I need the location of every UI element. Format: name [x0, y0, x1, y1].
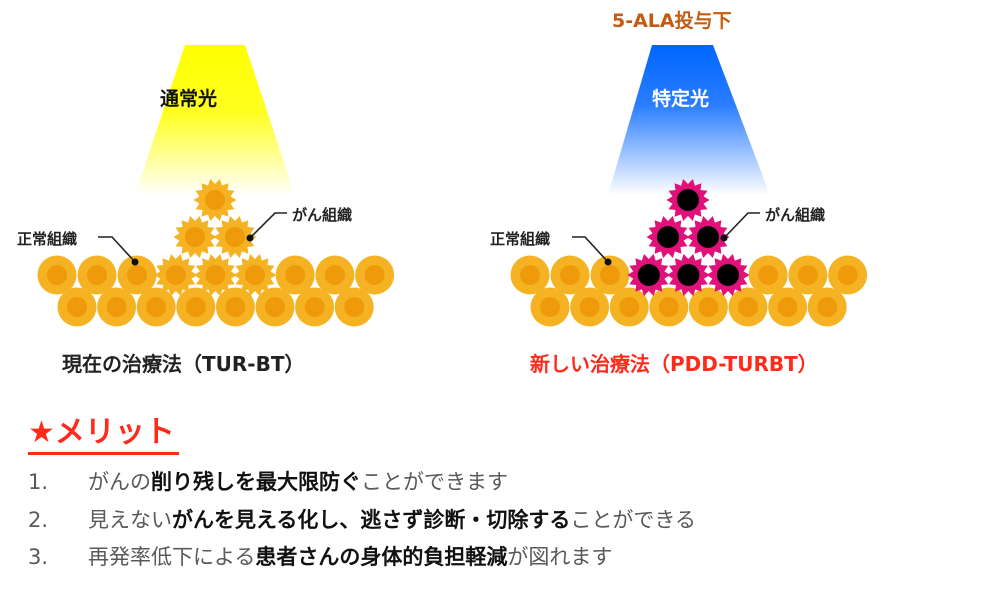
- normal-cell: [530, 287, 570, 327]
- normal-cell: [37, 255, 77, 295]
- normal-cell: [609, 287, 649, 327]
- normal-cell: [215, 287, 255, 327]
- cancer-tissue-label-right: がん組織: [765, 206, 826, 224]
- normal-cell: [334, 287, 374, 327]
- item-emphasis: 患者さんの身体的負担軽減: [255, 545, 508, 569]
- item-text: が図れます: [507, 545, 613, 569]
- item-emphasis: がんを見える化し、逃さず診断・切除する: [172, 508, 571, 532]
- merit-item-1: 1. がんの削り残しを最大限防ぐことができます: [28, 466, 508, 496]
- cancer-cell: [154, 254, 198, 296]
- normal-light-label: 通常光: [160, 88, 218, 110]
- normal-cell: [315, 255, 355, 295]
- item-number: 1.: [28, 470, 49, 494]
- normal-cell: [807, 287, 847, 327]
- cancer-cell: [173, 216, 217, 258]
- cancer-cell: [193, 179, 237, 221]
- cancer-tissue-pointer-left: [249, 212, 287, 239]
- item-number: 2.: [28, 508, 49, 532]
- normal-cell: [136, 287, 176, 327]
- fluorescent-cancer-cell: [666, 179, 710, 221]
- special-light-label: 特定光: [652, 88, 710, 110]
- normal-tissue-label-right: 正常組織: [490, 230, 551, 248]
- normal-cell: [176, 287, 216, 327]
- normal-cell: [117, 255, 157, 295]
- cancer-tissue-label-left: がん組織: [292, 206, 353, 224]
- normal-cell: [768, 287, 808, 327]
- item-text: ことができる: [570, 508, 696, 532]
- normal-cell: [788, 255, 828, 295]
- cancer-tissue-pointer-right: [723, 212, 760, 239]
- pointer-dot: [246, 234, 254, 242]
- fluorescent-cancer-cell: [666, 254, 710, 296]
- normal-cell: [649, 287, 689, 327]
- tissue-diagram: [37, 45, 868, 327]
- item-text: 見えない: [88, 508, 172, 532]
- fluorescent-cancer-cell: [706, 254, 750, 296]
- normal-cell: [255, 287, 295, 327]
- normal-tissue-label-left: 正常組織: [17, 230, 78, 248]
- merit-item-3: 3. 再発率低下による患者さんの身体的負担軽減が図れます: [28, 541, 612, 571]
- pointer-dot: [720, 234, 728, 242]
- item-text: 再発率低下による: [88, 545, 256, 569]
- item-emphasis: 削り残しを最大限防ぐ: [151, 470, 361, 494]
- fluorescent-cancer-cell: [686, 216, 730, 258]
- cancer-cell: [193, 254, 237, 296]
- normal-tissue-pointer-right: [572, 236, 609, 263]
- normal-cell: [570, 287, 610, 327]
- item-text: ことができます: [361, 470, 508, 494]
- merit-item-2: 2. 見えないがんを見える化し、逃さず診断・切除することができる: [28, 504, 696, 534]
- special-light-beam: [608, 45, 770, 195]
- ala-administration-label: 5-ALA投与下: [612, 10, 732, 32]
- fluorescent-cancer-cell: [627, 254, 671, 296]
- normal-cell: [688, 287, 728, 327]
- normal-cell: [355, 255, 395, 295]
- normal-cell: [728, 287, 768, 327]
- normal-cell: [828, 255, 868, 295]
- normal-cell: [550, 255, 590, 295]
- item-text: がんの: [88, 470, 151, 494]
- normal-cell: [748, 255, 788, 295]
- fluorescent-cancer-cell: [646, 216, 690, 258]
- normal-tissue-pointer-left: [98, 236, 136, 263]
- normal-cell: [295, 287, 335, 327]
- new-treatment-caption: 新しい治療法（PDD-TURBT）: [530, 352, 818, 376]
- pointer-dot: [604, 258, 612, 266]
- cancer-cell: [233, 254, 277, 296]
- cancer-cell: [213, 216, 257, 258]
- merit-heading: ★メリット: [28, 414, 179, 455]
- normal-cell: [590, 255, 630, 295]
- normal-light-beam: [135, 45, 295, 195]
- pointer-dot: [131, 258, 139, 266]
- item-number: 3.: [28, 545, 49, 569]
- normal-cell: [510, 255, 550, 295]
- normal-cell: [57, 287, 97, 327]
- normal-cell: [97, 287, 137, 327]
- current-treatment-caption: 現在の治療法（TUR-BT）: [62, 352, 305, 376]
- normal-cell: [77, 255, 117, 295]
- normal-cell: [275, 255, 315, 295]
